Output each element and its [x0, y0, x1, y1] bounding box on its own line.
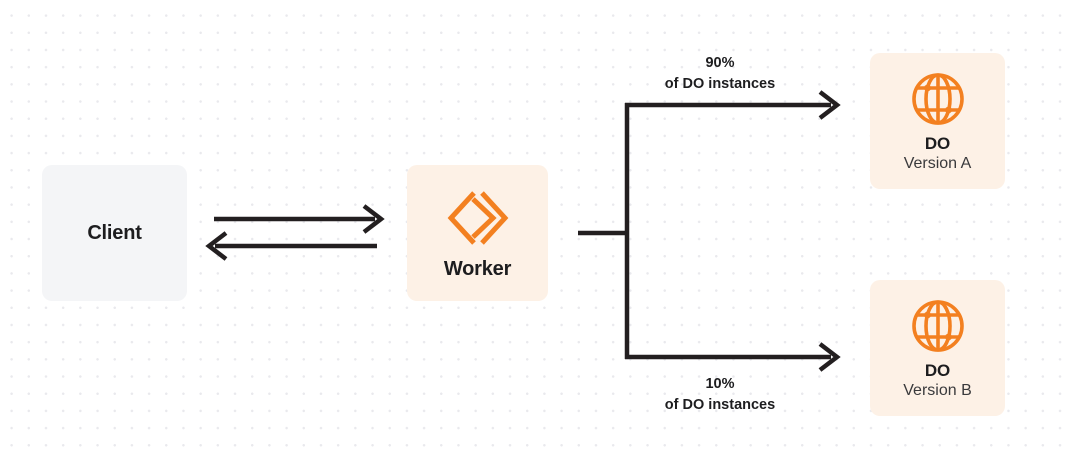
- arrow-worker-to-client: [205, 231, 377, 261]
- edge-label-do-a: 90% of DO instances: [620, 53, 820, 94]
- do-b-subtitle: Version B: [903, 382, 972, 399]
- worker-label: Worker: [443, 258, 512, 280]
- node-worker: Worker: [407, 165, 548, 301]
- node-client: Client: [42, 165, 187, 301]
- branch-trunk: [578, 103, 630, 359]
- edge-label-do-b: 10% of DO instances: [620, 374, 820, 415]
- do-b-title: DO: [924, 361, 951, 380]
- cloudflare-workers-icon: [447, 191, 508, 245]
- node-do-version-b: DO Version B: [870, 280, 1005, 416]
- node-do-version-a: DO Version A: [870, 53, 1005, 189]
- edge-label-do-a-caption: of DO instances: [664, 75, 776, 92]
- arrow-client-to-worker: [214, 204, 385, 234]
- edge-label-do-b-caption: of DO instances: [664, 396, 776, 413]
- arrow-worker-to-do-b: [625, 342, 841, 372]
- do-a-title: DO: [924, 134, 951, 153]
- globe-icon: [911, 300, 964, 352]
- edge-label-do-a-percent: 90%: [705, 55, 735, 71]
- client-label: Client: [87, 221, 142, 244]
- do-a-subtitle: Version A: [903, 155, 972, 172]
- edge-label-do-b-percent: 10%: [705, 376, 735, 392]
- globe-icon: [911, 73, 964, 125]
- arrow-worker-to-do-a: [625, 90, 841, 120]
